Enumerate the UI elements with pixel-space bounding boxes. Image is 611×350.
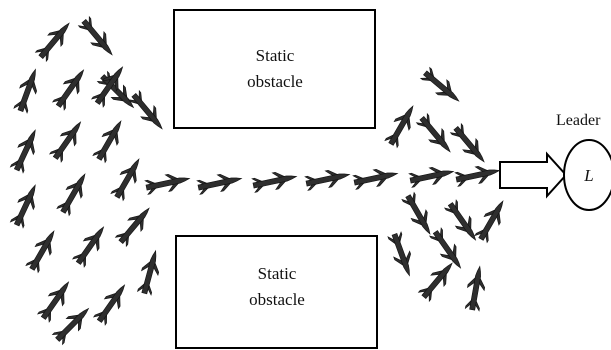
agent-icon (419, 65, 465, 109)
obstacle-label-line1: Static (258, 264, 297, 283)
agent-icon (35, 276, 77, 324)
agent-icon (47, 116, 89, 164)
obstacle-label-line2: obstacle (247, 72, 303, 91)
agent-icon (383, 101, 421, 149)
static-obstacle-bottom: Static obstacle (175, 235, 378, 349)
agent-icon (70, 221, 112, 269)
agent-icon (24, 226, 62, 274)
agent-icon (76, 15, 120, 61)
agent-icon (463, 264, 489, 312)
agent-icon (448, 122, 492, 168)
agent-icon (50, 301, 96, 347)
agent-icon (442, 198, 484, 246)
agent-icon (55, 169, 93, 217)
agent-icon (196, 169, 244, 197)
obstacle-box-bottom (175, 235, 378, 349)
agent-icon (251, 167, 299, 195)
obstacle-box-top (173, 9, 376, 129)
agent-icon (416, 257, 460, 303)
agent-icon (352, 164, 400, 192)
obstacle-label-line1: Static (256, 46, 295, 65)
obstacle-label-line2: obstacle (249, 290, 305, 309)
leader-symbol: L (583, 166, 593, 185)
agent-icon (50, 64, 92, 112)
agent-icon (8, 180, 44, 230)
agent-icon (304, 165, 352, 193)
agent-icon (385, 230, 419, 280)
agent-icon (135, 248, 165, 296)
agent-icon (408, 162, 456, 190)
leader-ellipse (563, 139, 611, 211)
agent-icon (8, 125, 44, 175)
leader-label: Leader (556, 112, 601, 129)
agent-icon (91, 116, 129, 164)
agent-icon (113, 202, 157, 248)
agent-icon (473, 196, 511, 244)
agent-icon (11, 65, 45, 115)
agent-icon (414, 112, 458, 158)
agent-icon (33, 17, 77, 63)
leader-group: L Leader (499, 112, 611, 211)
hollow-arrow-icon (499, 151, 568, 199)
agent-icon (126, 89, 170, 135)
agent-icon (400, 191, 438, 239)
agent-icon (454, 161, 502, 189)
static-obstacle-top: Static obstacle (173, 9, 376, 129)
agent-icon (109, 154, 147, 202)
agent-icon (144, 169, 192, 197)
agent-icon (91, 279, 133, 327)
